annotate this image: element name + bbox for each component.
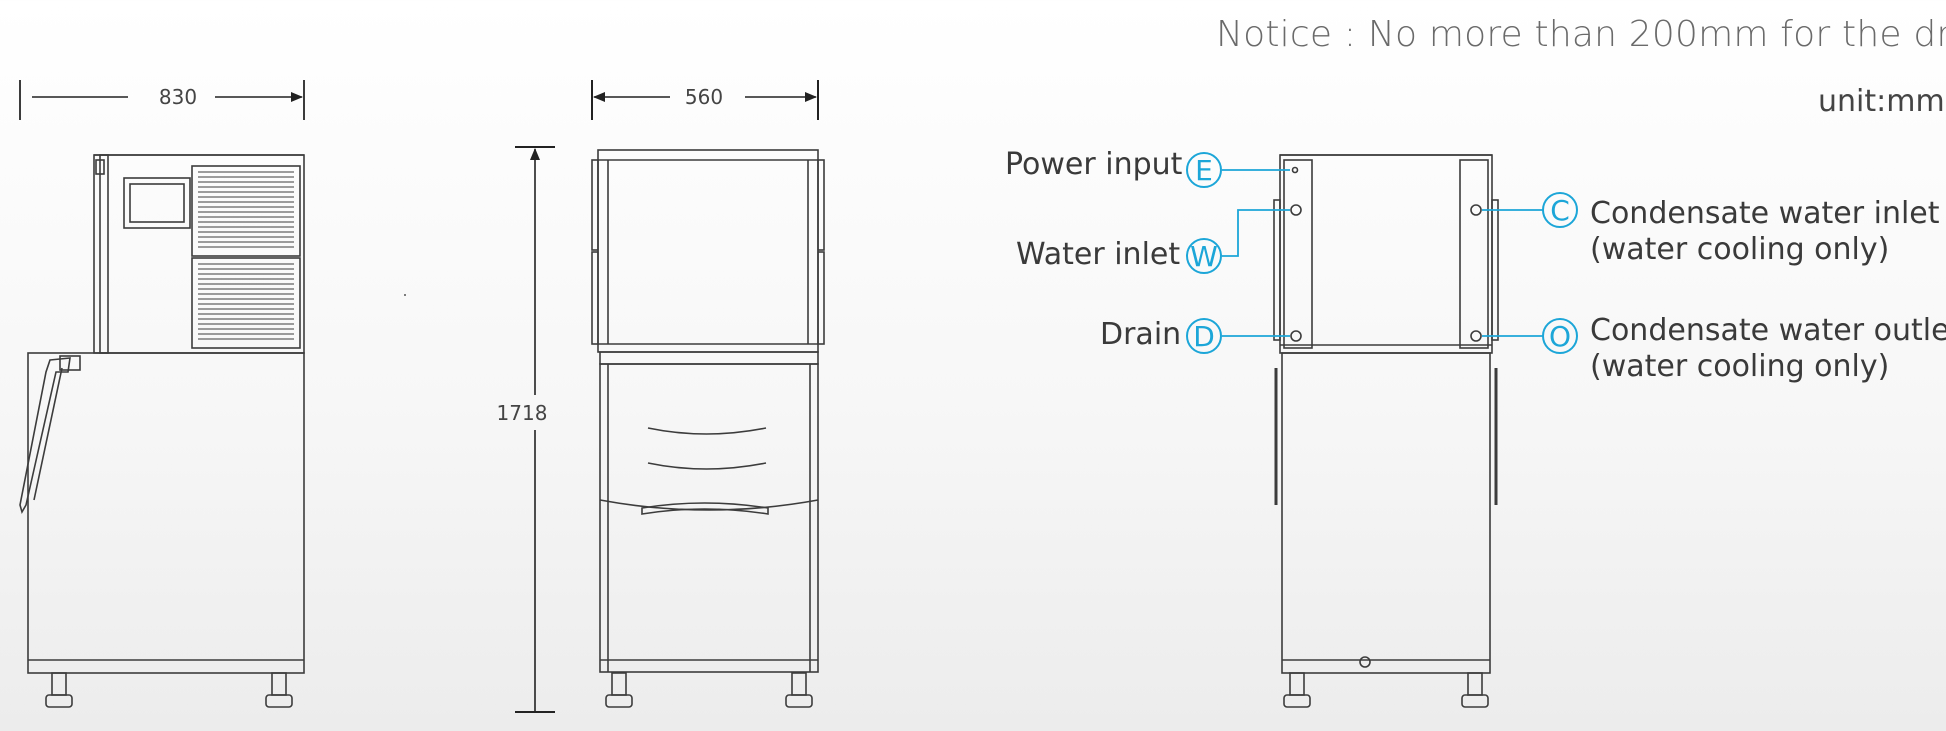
port-e (1291, 166, 1299, 174)
side-vent-bottom (191, 257, 301, 349)
condensate-inlet-title: Condensate water inlet (1590, 196, 1940, 231)
width-dimension: 560 (591, 80, 819, 120)
side-control-panel (123, 177, 191, 229)
label-power-input: Power input (1005, 147, 1183, 182)
label-condensate-inlet: Condensate water inlet (water cooling on… (1590, 196, 1940, 268)
condensate-outlet-note: (water cooling only) (1590, 349, 1890, 384)
badge-e: E (1186, 152, 1222, 188)
rear-view (1273, 154, 1499, 708)
badge-d-letter: D (1193, 320, 1215, 353)
front-bin (599, 363, 819, 673)
badge-o-letter: O (1549, 320, 1571, 353)
rear-drain-hole (1359, 656, 1371, 668)
notice-text: Notice : No more than 200mm for the drai (1216, 14, 1946, 55)
rear-stand (1281, 352, 1491, 674)
unit-label: unit:mm (1818, 84, 1945, 119)
label-drain: Drain (1100, 317, 1182, 352)
side-door (19, 357, 71, 515)
side-view: 830 (19, 80, 305, 708)
badge-e-letter: E (1195, 154, 1213, 187)
port-d (1290, 330, 1302, 342)
callouts (1222, 169, 1544, 337)
port-w (1290, 204, 1302, 216)
height-dimension: 1718 (497, 146, 555, 713)
badge-c: C (1542, 192, 1578, 228)
side-legs (45, 672, 293, 708)
front-bin-top (599, 351, 819, 365)
badge-d: D (1186, 318, 1222, 354)
badge-w-letter: W (1190, 240, 1218, 273)
height-value: 1718 (497, 401, 548, 425)
front-handle (641, 502, 769, 515)
label-water-inlet: Water inlet (1016, 237, 1181, 272)
label-condensate-outlet: Condensate water outlet (water cooling o… (1590, 313, 1946, 385)
side-vent-top (191, 165, 301, 257)
port-o (1470, 330, 1482, 342)
condensate-outlet-title: Condensate water outlet (1590, 313, 1946, 348)
width-value: 560 (685, 85, 723, 109)
front-door-edge (599, 499, 819, 511)
front-legs (605, 672, 813, 708)
front-view: 560 (591, 80, 825, 708)
badge-c-letter: C (1550, 194, 1570, 227)
front-head (597, 149, 819, 353)
badge-o: O (1542, 318, 1578, 354)
side-bin (27, 352, 305, 674)
depth-value: 830 (159, 85, 197, 109)
port-c (1470, 204, 1482, 216)
rear-legs (1283, 672, 1489, 708)
depth-dimension: 830 (19, 80, 305, 120)
condensate-inlet-note: (water cooling only) (1590, 232, 1890, 267)
badge-w: W (1186, 238, 1222, 274)
